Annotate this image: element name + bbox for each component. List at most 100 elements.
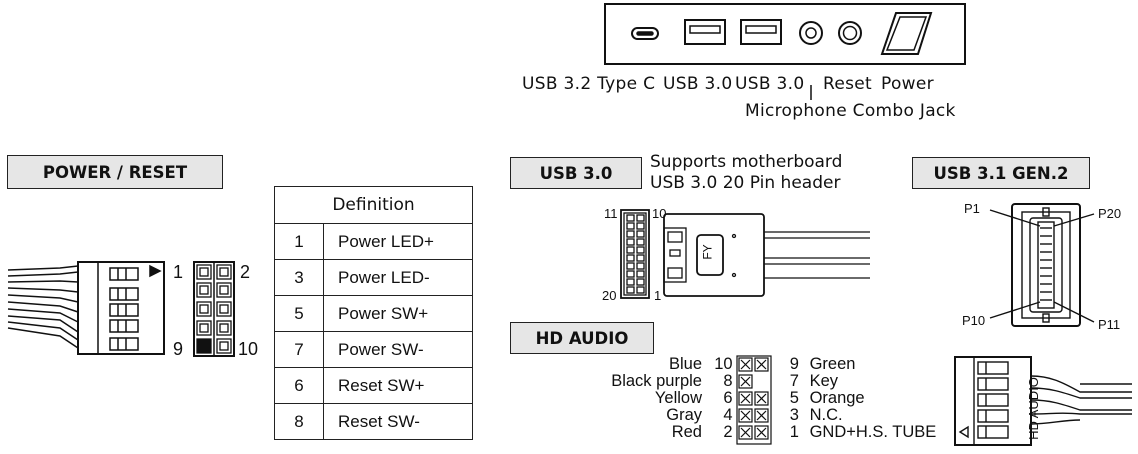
usb30-note-line1: Supports motherboard <box>650 152 843 172</box>
power-button-icon <box>880 12 933 55</box>
pin1-arrow-icon <box>149 264 162 278</box>
audio-plug-slot <box>977 425 1009 439</box>
pin-label-1: 1 <box>173 262 184 282</box>
reset-button-icon <box>838 21 862 45</box>
usb30-pin-10: 10 <box>652 206 667 221</box>
audio-pin-cell <box>738 425 753 440</box>
usb-a-port-icon-1 <box>684 19 726 45</box>
usb31-pin-p10: P10 <box>962 313 986 328</box>
usb30-pin-cell <box>626 278 635 286</box>
usb30-pin-cell <box>636 238 645 246</box>
p20-leader <box>1053 213 1095 227</box>
audio-pin-cross <box>756 359 767 370</box>
audio-pin-cell <box>738 357 753 372</box>
pin-definition: Power LED- <box>323 259 473 296</box>
audio-left-pin: 8 <box>723 372 733 390</box>
label-power: Power <box>881 74 934 94</box>
hd-audio-title: HD AUDIO <box>510 322 654 354</box>
audio-row: Yellow 6 5 Orange <box>572 389 865 407</box>
audio-plug-slot <box>977 393 1009 407</box>
usb30-pin-cell <box>636 214 645 222</box>
audio-left-pin: 4 <box>723 406 733 424</box>
audio-right-signal: Green <box>809 355 856 373</box>
usb31-pin-p1: P1 <box>964 201 980 216</box>
audio-row: Red 2 1 GND+H.S. TUBE <box>572 423 937 441</box>
hd-audio-pin-grid <box>736 355 772 445</box>
audio-left-signal: Blue <box>668 355 702 373</box>
pin-header-2x5 <box>193 261 235 357</box>
power-reset-connector-illustration <box>7 261 235 357</box>
audio-pin-cell <box>738 391 753 406</box>
wire-bundle <box>7 265 79 349</box>
audio-pin-cross <box>740 427 751 438</box>
audio-pin-cell <box>738 408 753 423</box>
audio-pin-cross <box>756 410 767 421</box>
usb30-title: USB 3.0 <box>510 157 642 189</box>
audio-right-pin: 1 <box>789 423 799 441</box>
usb30-pin-20: 20 <box>602 288 617 303</box>
audio-jack-icon <box>799 21 823 45</box>
usb30-pin-cell <box>636 254 645 262</box>
usb31-connector-illustration <box>989 203 1095 327</box>
audio-pin-cell <box>738 374 753 389</box>
pin-definition: Reset SW+ <box>323 367 473 404</box>
audio-pin-cell <box>754 408 769 423</box>
usb30-pin-cell <box>626 270 635 278</box>
pin-label-2: 2 <box>240 262 251 282</box>
label-mic: Microphone Combo Jack <box>745 101 956 121</box>
pin-number: 5 <box>274 295 324 332</box>
usb30-pin-header <box>620 209 650 299</box>
usb30-pin-cell <box>636 278 645 286</box>
usb30-pin-cell <box>636 246 645 254</box>
audio-right-signal: Orange <box>809 389 865 407</box>
hd-audio-plug-text: HD AUDIO <box>1025 377 1041 440</box>
usb-c-port-icon <box>631 27 659 40</box>
audio-left-signal: Gray <box>666 406 702 424</box>
usb31-pin-p11: P11 <box>1098 317 1121 332</box>
audio-left-pin: 2 <box>723 423 733 441</box>
pin-number: 6 <box>274 367 324 404</box>
audio-pin-cross <box>756 427 767 438</box>
usb30-pin-cell <box>626 230 635 238</box>
hd-audio-plug-illustration <box>954 356 1132 446</box>
pin-number: 3 <box>274 259 324 296</box>
p1-leader <box>989 209 1041 227</box>
pin-label-10: 10 <box>238 339 259 359</box>
audio-pin-cross <box>740 393 751 404</box>
audio-left-signal: Red <box>671 423 702 441</box>
audio-right-pin: 3 <box>789 406 799 424</box>
usb-a-port-icon-2 <box>740 19 782 45</box>
pin-number: 8 <box>274 403 324 440</box>
usb30-pin-cell <box>626 262 635 270</box>
audio-pin-cell <box>754 425 769 440</box>
audio-left-signal: Yellow <box>654 389 702 407</box>
front-panel-illustration <box>604 3 966 100</box>
usb30-pin-cell <box>626 254 635 262</box>
audio-right-pin: 5 <box>789 389 799 407</box>
usb30-pin-1: 1 <box>654 288 662 303</box>
audio-plug-slot <box>977 409 1009 423</box>
audio-row: Gray 4 3 N.C. <box>572 406 842 424</box>
usb30-pin-cell <box>636 262 645 270</box>
audio-right-signal: Key <box>809 372 838 390</box>
audio-right-pin: 7 <box>789 372 799 390</box>
usb30-pin-cell <box>626 286 635 294</box>
pin-definition: Reset SW- <box>323 403 473 440</box>
usb30-note-line2: USB 3.0 20 Pin header <box>650 173 841 193</box>
audio-left-pin: 10 <box>714 355 733 373</box>
audio-row: Blue 10 9 Green <box>572 355 856 373</box>
usb30-pin-cell <box>626 214 635 222</box>
audio-pin-cross <box>740 410 751 421</box>
pin-definition: Power SW- <box>323 331 473 368</box>
label-reset: Reset <box>823 74 872 94</box>
usb30-pin-cell <box>626 246 635 254</box>
usb30-plug-text: FY <box>700 244 715 260</box>
latch-slots <box>109 267 139 351</box>
